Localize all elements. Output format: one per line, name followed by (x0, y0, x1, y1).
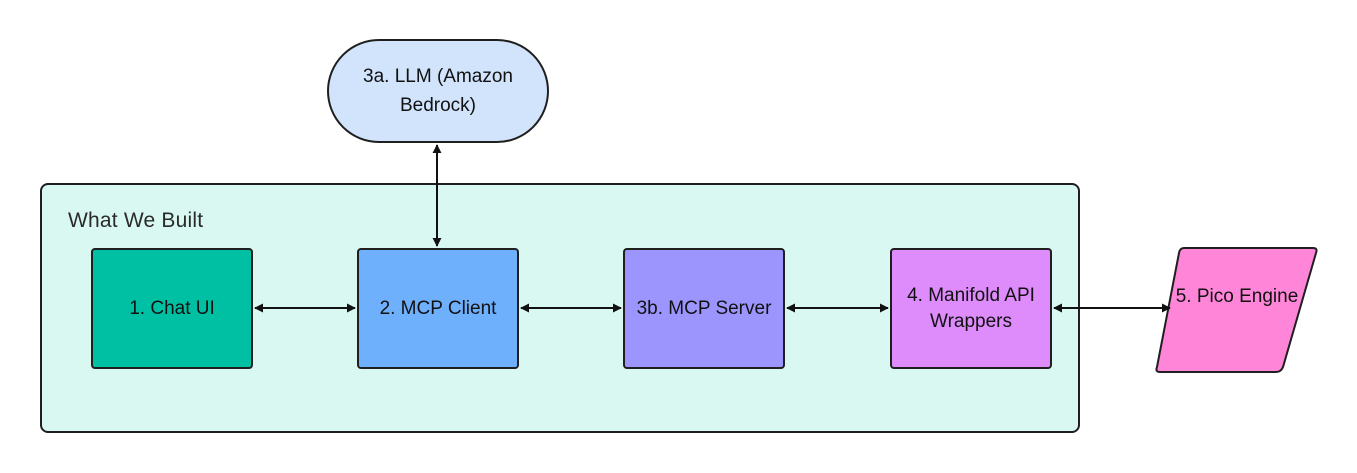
manifold-api-wrappers-node: 4. Manifold API Wrappers (890, 248, 1052, 369)
manifold-api-wrappers-label: 4. Manifold API Wrappers (907, 284, 1035, 332)
chat-ui-node: 1. Chat UI (91, 248, 253, 369)
pico-engine-label: 5. Pico Engine (1175, 286, 1299, 307)
llm-node: 3a. LLM (Amazon Bedrock) (327, 39, 549, 143)
chat-ui-label: 1. Chat UI (129, 297, 215, 319)
llm-label: 3a. LLM (Amazon Bedrock) (363, 66, 513, 116)
mcp-server-label: 3b. MCP Server (636, 297, 772, 319)
pico-engine-node (1155, 247, 1318, 373)
mcp-server-node: 3b. MCP Server (623, 248, 785, 369)
container-title: What We Built (68, 209, 204, 232)
mcp-client-label: 2. MCP Client (379, 297, 497, 319)
mcp-client-node: 2. MCP Client (357, 248, 519, 369)
pico-engine-shape (1155, 247, 1318, 373)
